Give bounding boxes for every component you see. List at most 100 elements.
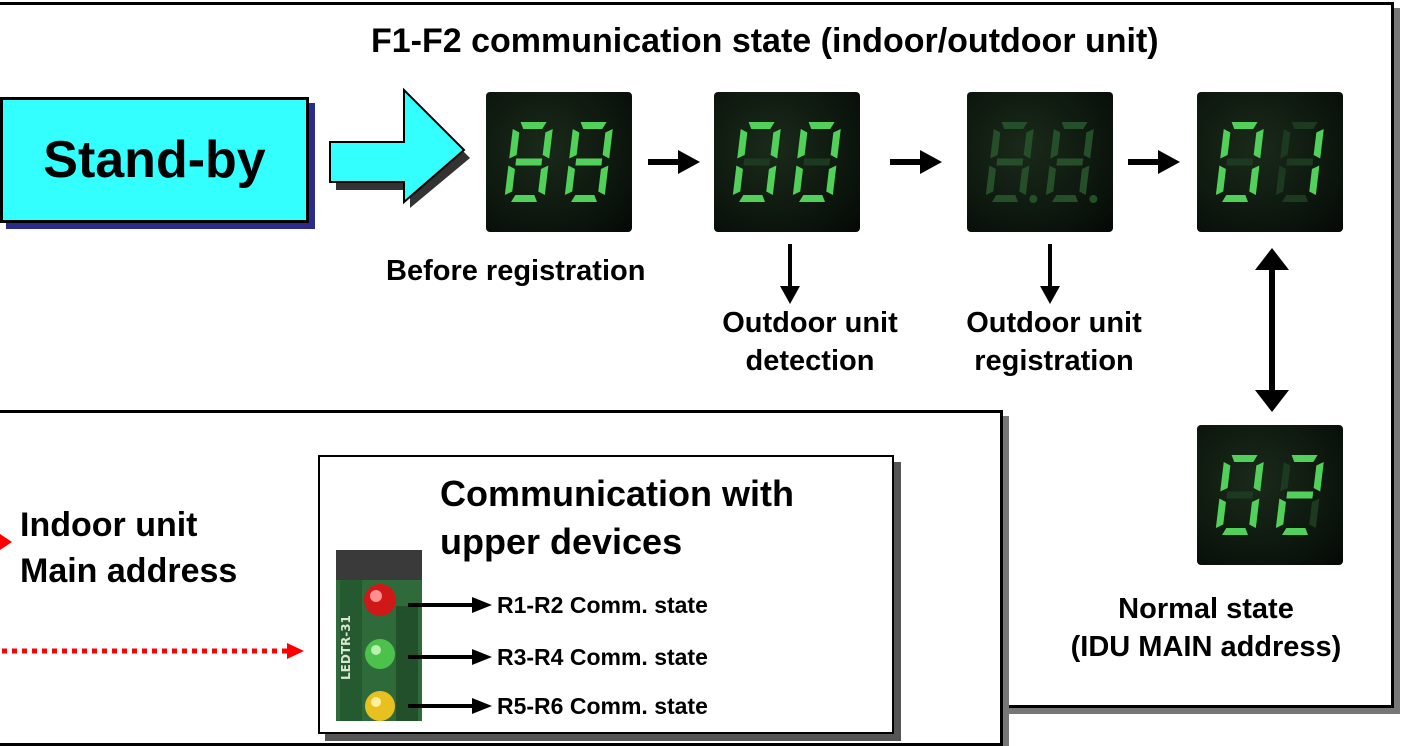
segment-d [739,195,765,202]
segment-g [1226,491,1254,499]
segment-c [1019,165,1030,195]
segment-b [1083,129,1094,159]
display-8-8-dim [967,92,1113,232]
label-outdoor-detection: Outdoor unit detection [700,304,920,380]
led-label-r1-r2: R1-R2 Comm. state [497,592,708,618]
red-dotted-arrow [2,643,304,659]
segment-d [571,195,597,202]
segment-b [830,129,841,159]
segment-c [1309,498,1320,528]
big-right-arrow [329,87,470,208]
segment-a [580,122,607,129]
segment-d [1222,528,1248,535]
segment-a [1291,122,1318,129]
segment-c [1309,165,1320,195]
display-01 [1197,92,1343,232]
segment-a [1231,122,1258,129]
label-outdoor-registration: Outdoor unit registration [934,304,1174,380]
segment-a [1291,455,1318,462]
comm-box-title-line2: upper devices [440,521,683,562]
indoor-unit-label: Indoor unit Main address [20,502,237,594]
double-arrow-vertical [1255,248,1289,412]
segment-d [1222,195,1248,202]
svg-text:LEDTR-31: LEDTR-31 [339,615,353,680]
segment-c [1249,498,1260,528]
label-normal-state: Normal state (IDU MAIN address) [1020,590,1392,666]
segment-g [1286,491,1314,499]
label-normal-state-line2: (IDU MAIN address) [1070,631,1342,663]
segment-d [511,195,537,202]
segment-g [803,158,831,166]
segment-f [797,129,808,159]
arrow-down-detection [780,244,800,304]
led-arrow-1 [408,597,492,613]
segment-f [737,129,748,159]
segment-f [1220,129,1231,159]
pcb-led-image: LEDTR-31 [336,550,422,721]
comm-box-title-line1: Communication with [440,473,794,514]
segment-d [799,195,825,202]
segment-g [1226,158,1254,166]
segment-g [575,158,603,166]
display-00 [714,92,860,232]
segment-b [1313,129,1324,159]
segment-f [569,129,580,159]
segment-c [766,165,777,195]
arrow-right-3 [1128,150,1180,174]
label-outdoor-detection-line2: detection [745,345,875,377]
segment-f [1280,462,1291,492]
segment-b [770,129,781,159]
segment-a [1001,122,1028,129]
display-02 [1197,425,1343,565]
label-outdoor-detection-line1: Outdoor unit [722,307,898,339]
segment-e [732,165,743,195]
label-normal-state-line1: Normal state [1118,593,1294,625]
arrow-right-2 [890,150,942,174]
segment-c [598,165,609,195]
arrow-right-1 [648,150,700,174]
label-outdoor-registration-line2: registration [974,345,1134,377]
led-label-r3-r4: R3-R4 Comm. state [497,644,708,670]
segment-a [520,122,547,129]
segment-g [743,158,771,166]
segment-dot [1089,195,1098,203]
comm-box-title: Communication with upper devices [440,470,794,566]
segment-b [1253,462,1264,492]
display-88 [486,92,632,232]
segment-f [1280,129,1291,159]
indoor-unit-line2: Main address [20,552,238,590]
segment-b [1023,129,1034,159]
segment-e [564,165,575,195]
segment-e [1045,165,1056,195]
segment-e [1215,498,1226,528]
diagram-title: F1-F2 communication state (indoor/outdoo… [371,22,1159,60]
segment-c [1249,165,1260,195]
segment-e [1215,165,1226,195]
standby-box: Stand-by [0,97,309,223]
label-outdoor-registration-line1: Outdoor unit [966,307,1142,339]
segment-b [1313,462,1324,492]
segment-c [826,165,837,195]
segment-d [1282,195,1308,202]
segment-a [1061,122,1088,129]
segment-e [1275,498,1286,528]
segment-b [542,129,553,159]
segment-g [1286,158,1314,166]
led-label-r5-r6: R5-R6 Comm. state [497,693,708,719]
segment-a [1231,455,1258,462]
segment-g [1056,158,1084,166]
segment-a [808,122,835,129]
label-before-registration: Before registration [386,255,646,287]
segment-e [504,165,515,195]
segment-d [992,195,1018,202]
segment-c [538,165,549,195]
segment-a [748,122,775,129]
segment-e [985,165,996,195]
segment-f [1050,129,1061,159]
segment-d [1282,528,1308,535]
segment-c [1079,165,1090,195]
led-arrow-3 [408,698,492,714]
segment-f [509,129,520,159]
segment-e [1275,165,1286,195]
segment-g [996,158,1024,166]
